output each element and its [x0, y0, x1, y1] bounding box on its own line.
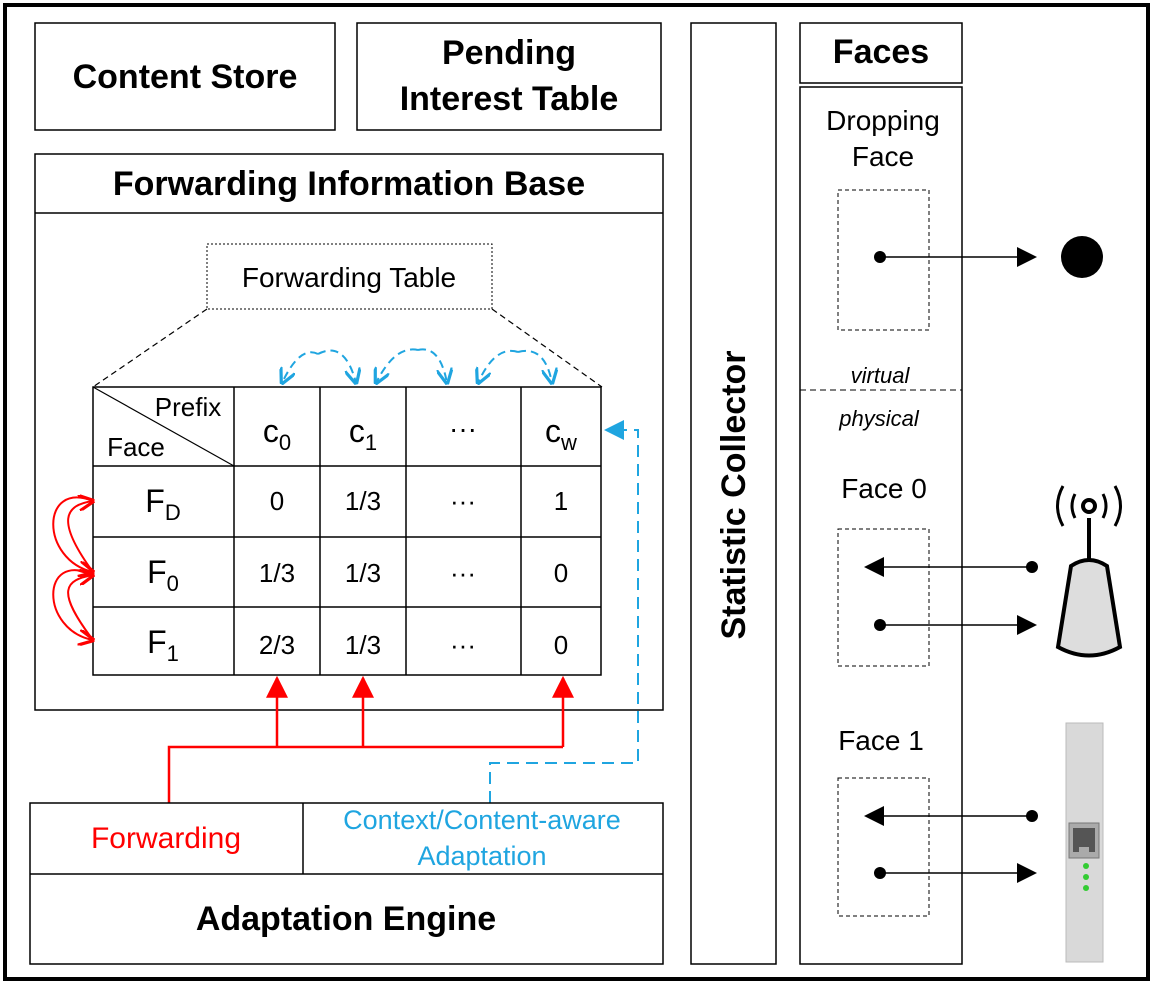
corner-diagonal: [92, 386, 235, 467]
column-swap-arrows: [282, 348, 552, 383]
cell-f0-ellipsis: ···: [450, 558, 476, 588]
corner-prefix-label: Prefix: [155, 392, 221, 422]
col-header-c1: c1: [349, 413, 377, 455]
cell-f1-ellipsis: ···: [450, 630, 476, 660]
forwarding-table-label-box: Forwarding Table: [206, 243, 493, 310]
ethernet-port-icon: [1065, 722, 1104, 963]
cell-fd-c1: 1/3: [345, 486, 381, 516]
context-adaptation-line2: Adaptation: [417, 841, 546, 871]
cell-fd-cw: 1: [554, 486, 568, 516]
forwarding-table-label: Forwarding Table: [242, 262, 456, 293]
cell-f1-c0: 2/3: [259, 630, 295, 660]
forwarding-label: Forwarding: [91, 822, 241, 855]
adaptation-engine: Forwarding Context/Content-aware Adaptat…: [29, 802, 664, 965]
cell-f0-cw: 0: [554, 558, 568, 588]
cell-fd-c0: 0: [270, 486, 284, 516]
cell-f1-c1: 1/3: [345, 630, 381, 660]
face1-label: Face 1: [838, 725, 924, 756]
outer-frame: [3, 3, 1150, 981]
faces-header: Faces: [799, 22, 963, 84]
context-adaptation-line1: Context/Content-aware: [343, 805, 621, 835]
forwarding-arrows: [167, 675, 574, 803]
col-header-c0: c0: [263, 413, 291, 455]
faces-column: Dropping Face virtual physical Face 0 Fa…: [799, 86, 963, 965]
cell-f0-c0: 1/3: [259, 558, 295, 588]
adaptation-arrow: [489, 420, 639, 803]
dropping-face-box: [837, 189, 930, 331]
faces-title: Faces: [833, 33, 929, 71]
physical-label: physical: [838, 406, 920, 431]
row-header-fd: FD: [145, 483, 180, 525]
content-store-box: Content Store: [34, 22, 336, 131]
face1-box: [837, 777, 930, 917]
pit-label-line1: Pending: [442, 34, 576, 72]
col-header-ellipsis: ···: [449, 413, 477, 444]
face0-label: Face 0: [841, 473, 927, 504]
fib-title: Forwarding Information Base: [113, 165, 585, 203]
forwarding-table: Prefix Face c0 c1 ··· cw FD F0 F1 0 1/3 …: [92, 386, 602, 676]
drop-sink-icon: [1061, 236, 1103, 278]
cell-fd-ellipsis: ···: [450, 486, 476, 516]
cell-f1-cw: 0: [554, 630, 568, 660]
face0-flows: [864, 557, 1038, 635]
row-swap-arrows: [52, 498, 93, 640]
statistic-collector: Statistic Collector: [690, 22, 777, 965]
content-store-label: Content Store: [73, 58, 298, 96]
dropping-face-line2: Face: [852, 141, 914, 172]
row-header-f1: F1: [147, 624, 179, 666]
dropping-face-line1: Dropping: [826, 105, 940, 136]
dropping-face-flow: [874, 236, 1103, 278]
row-header-f0: F0: [147, 554, 179, 596]
wireless-antenna-icon: [1055, 485, 1123, 658]
corner-face-label: Face: [107, 432, 165, 462]
pending-interest-table-box: Pending Interest Table: [356, 22, 662, 131]
face1-flows: [864, 806, 1038, 883]
adaptation-engine-label: Adaptation Engine: [196, 900, 496, 938]
cell-f0-c1: 1/3: [345, 558, 381, 588]
pit-label-line2: Interest Table: [400, 80, 619, 118]
face0-box: [837, 528, 930, 667]
col-header-cw: cw: [545, 413, 577, 455]
virtual-label: virtual: [851, 363, 911, 388]
zoom-line-right: [491, 308, 603, 388]
statistic-collector-label: Statistic Collector: [715, 350, 753, 639]
zoom-line-left: [92, 308, 208, 388]
